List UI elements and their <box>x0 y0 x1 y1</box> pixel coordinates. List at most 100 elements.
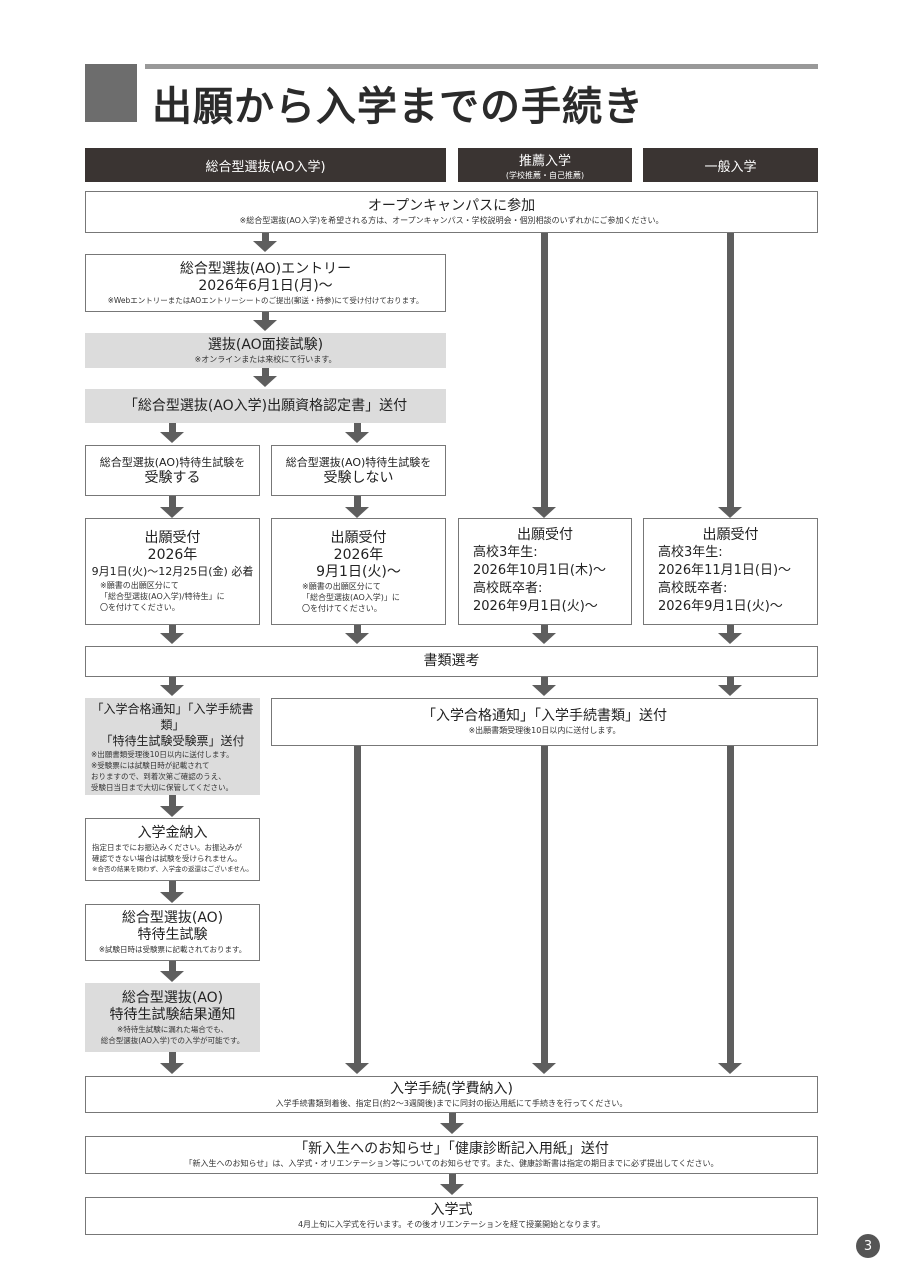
freshman-title: 「新入生へのお知らせ」「健康診断記入用紙」送付 <box>294 1141 609 1157</box>
certificate-title: 「総合型選抜(AO入学)出願資格認定書」送付 <box>123 397 408 414</box>
fee-box: 入学金納入 指定日までにお振込みください。お振込みが 確認できない場合は試験を受… <box>85 818 260 881</box>
fee-note1: 指定日までにお振込みください。お振込みが <box>92 842 242 852</box>
arrow-icon <box>253 241 277 252</box>
screening-box: 書類選考 <box>85 646 818 677</box>
header-ao-label: 総合型選抜(AO入学) <box>205 159 326 175</box>
entry-box: 総合型選抜(AO)エントリー 2026年6月1日(月)〜 ※Webエントリーまた… <box>85 254 446 312</box>
arrow-icon <box>160 892 184 903</box>
arrow-icon <box>345 432 369 443</box>
title-block-icon <box>85 64 137 122</box>
ceremony-title: 入学式 <box>430 1202 473 1218</box>
page-title: 出願から入学までの手続き <box>152 84 644 130</box>
certificate-box: 「総合型選抜(AO入学)出願資格認定書」送付 <box>85 389 446 423</box>
arrow-stem <box>541 625 548 633</box>
app-c-l4: 2026年9月1日(火)〜 <box>473 599 598 614</box>
procedure-box: 入学手続(学費納入) 入学手続書類到着後、指定日(約2〜3週間後)までに同封の振… <box>85 1076 818 1113</box>
flow-line <box>727 746 734 1064</box>
open-campus-box: オープンキャンパスに参加 ※総合型選抜(AO入学)を希望される方は、オープンキャ… <box>85 191 818 233</box>
take-exam-line2: 受験する <box>144 469 201 486</box>
interview-title: 選抜(AO面接試験) <box>207 336 324 353</box>
freshman-note: 「新入生へのお知らせ」は、入学式・オリエンテーション等についてのお知らせです。ま… <box>184 1159 719 1168</box>
app-d-l3: 高校既卒者: <box>658 581 728 596</box>
arrow-icon <box>160 432 184 443</box>
notice-tokutai-box: 「入学合格通知」「入学手続書類」 「特待生試験受験票」送付 ※出願書類受理後10… <box>85 698 260 795</box>
no-exam-box: 総合型選抜(AO)特待生試験を 受験しない <box>271 445 446 496</box>
notice-b-title: 「入学合格通知」「入学手続書類」送付 <box>422 708 667 724</box>
arrow-icon <box>718 507 742 518</box>
interview-note: ※オンラインまたは来校にて行います。 <box>194 354 337 364</box>
tokutai-exam-note: ※試験日時は受験票に記載されております。 <box>98 945 247 954</box>
arrow-icon <box>440 1184 464 1195</box>
header-suisen-label: 推薦入学 <box>518 153 571 169</box>
arrow-stem <box>354 423 361 432</box>
notice-a-note3: おりますので、到着次第ご確認のうえ、 <box>91 771 226 781</box>
arrow-icon <box>345 1063 369 1074</box>
app-d-l4: 2026年9月1日(火)〜 <box>658 599 783 614</box>
header-ippan-label: 一般入学 <box>704 159 757 175</box>
arrow-stem <box>262 312 269 320</box>
arrow-icon <box>718 1063 742 1074</box>
arrow-stem <box>354 496 361 507</box>
arrow-icon <box>532 685 556 696</box>
fee-note2: 確認できない場合は試験を受けられません。 <box>92 853 242 863</box>
procedure-note: 入学手続書類到着後、指定日(約2〜3週間後)までに同封の振込用紙にて手続きを行っ… <box>275 1098 628 1108</box>
application-suisen-box: 出願受付 高校3年生: 2026年10月1日(木)〜 高校既卒者: 2026年9… <box>458 518 632 625</box>
notice-a-line2: 「特待生試験受験票」送付 <box>100 733 245 748</box>
app-b-date: 9月1日(火)〜 <box>316 563 401 580</box>
app-b-note1: ※願書の出願区分にて <box>302 581 381 591</box>
arrow-stem <box>727 625 734 633</box>
arrow-icon <box>718 685 742 696</box>
notice-b-note: ※出願書類受理後10日以内に送付します。 <box>468 726 621 735</box>
arrow-icon <box>440 1123 464 1134</box>
ceremony-box: 入学式 4月上旬に入学式を行います。その後オリエンテーションを経て授業開始となり… <box>85 1197 818 1235</box>
no-exam-line1: 総合型選抜(AO)特待生試験を <box>285 455 432 469</box>
notice-a-note1: ※出願書類受理後10日以内に送付します。 <box>91 749 234 759</box>
notice-a-note4: 受験日当日まで大切に保管してください。 <box>91 782 234 792</box>
app-a-note3: 〇を付けてください。 <box>100 603 180 612</box>
arrow-icon <box>532 507 556 518</box>
arrow-icon <box>345 633 369 644</box>
application-ippan-box: 出願受付 高校3年生: 2026年11月1日(日)〜 高校既卒者: 2026年9… <box>643 518 818 625</box>
arrow-stem <box>169 423 176 432</box>
tokutai-result-note2: 総合型選抜(AO入学)での入学が可能です。 <box>100 1035 245 1045</box>
app-c-l3: 高校既卒者: <box>473 581 543 596</box>
header-ippan: 一般入学 <box>643 148 818 182</box>
entry-title: 総合型選抜(AO)エントリー <box>179 260 352 277</box>
arrow-stem <box>449 1113 456 1123</box>
tokutai-result-line1: 総合型選抜(AO) <box>121 989 224 1006</box>
arrow-stem <box>169 1052 176 1063</box>
flow-line-ippan <box>727 233 734 508</box>
arrow-stem <box>169 677 176 685</box>
arrow-icon <box>253 376 277 387</box>
tokutai-result-line2: 特待生試験結果通知 <box>109 1006 236 1023</box>
app-d-l2: 2026年11月1日(日)〜 <box>658 563 792 578</box>
app-d-title: 出願受付 <box>702 527 759 543</box>
application-ao-tokutai-box: 出願受付 2026年 9月1日(火)〜12月25日(金) 必着 ※願書の出願区分… <box>85 518 260 625</box>
header-ao: 総合型選抜(AO入学) <box>85 148 446 182</box>
entry-date: 2026年6月1日(月)〜 <box>198 277 333 294</box>
header-suisen-sub: (学校推薦・自己推薦) <box>505 170 585 180</box>
no-exam-line2: 受験しない <box>323 469 394 486</box>
freshman-notice-box: 「新入生へのお知らせ」「健康診断記入用紙」送付 「新入生へのお知らせ」は、入学式… <box>85 1136 818 1174</box>
fee-note3: ※合否の結果を問わず、入学金の返還はございません。 <box>92 864 253 873</box>
flow-line <box>541 746 548 1064</box>
arrow-icon <box>532 1063 556 1074</box>
procedure-title: 入学手続(学費納入) <box>390 1080 513 1097</box>
app-a-note2: 「総合型選抜(AO入学)/特待生」に <box>100 592 225 601</box>
open-campus-note: ※総合型選抜(AO入学)を希望される方は、オープンキャンパス・学校説明会・個別相… <box>239 216 664 225</box>
app-c-l2: 2026年10月1日(木)〜 <box>473 563 607 578</box>
header-suisen: 推薦入学 (学校推薦・自己推薦) <box>458 148 632 182</box>
app-a-title: 出願受付 <box>144 530 201 546</box>
page-number-label: 3 <box>863 1238 873 1254</box>
app-a-year: 2026年 <box>147 547 198 563</box>
notice-a-line1: 「入学合格通知」「入学手続書類」 <box>91 701 254 732</box>
arrow-icon <box>160 806 184 817</box>
take-exam-line1: 総合型選抜(AO)特待生試験を <box>99 455 246 469</box>
arrow-icon <box>160 1063 184 1074</box>
application-ao-box: 出願受付 2026年 9月1日(火)〜 ※願書の出願区分にて 「総合型選抜(AO… <box>271 518 446 625</box>
arrow-stem <box>262 233 269 241</box>
tokutai-exam-box: 総合型選抜(AO) 特待生試験 ※試験日時は受験票に記載されております。 <box>85 904 260 961</box>
arrow-icon <box>160 507 184 518</box>
ceremony-note: 4月上旬に入学式を行います。その後オリエンテーションを経て授業開始となります。 <box>297 1220 606 1229</box>
fee-title: 入学金納入 <box>137 824 208 841</box>
